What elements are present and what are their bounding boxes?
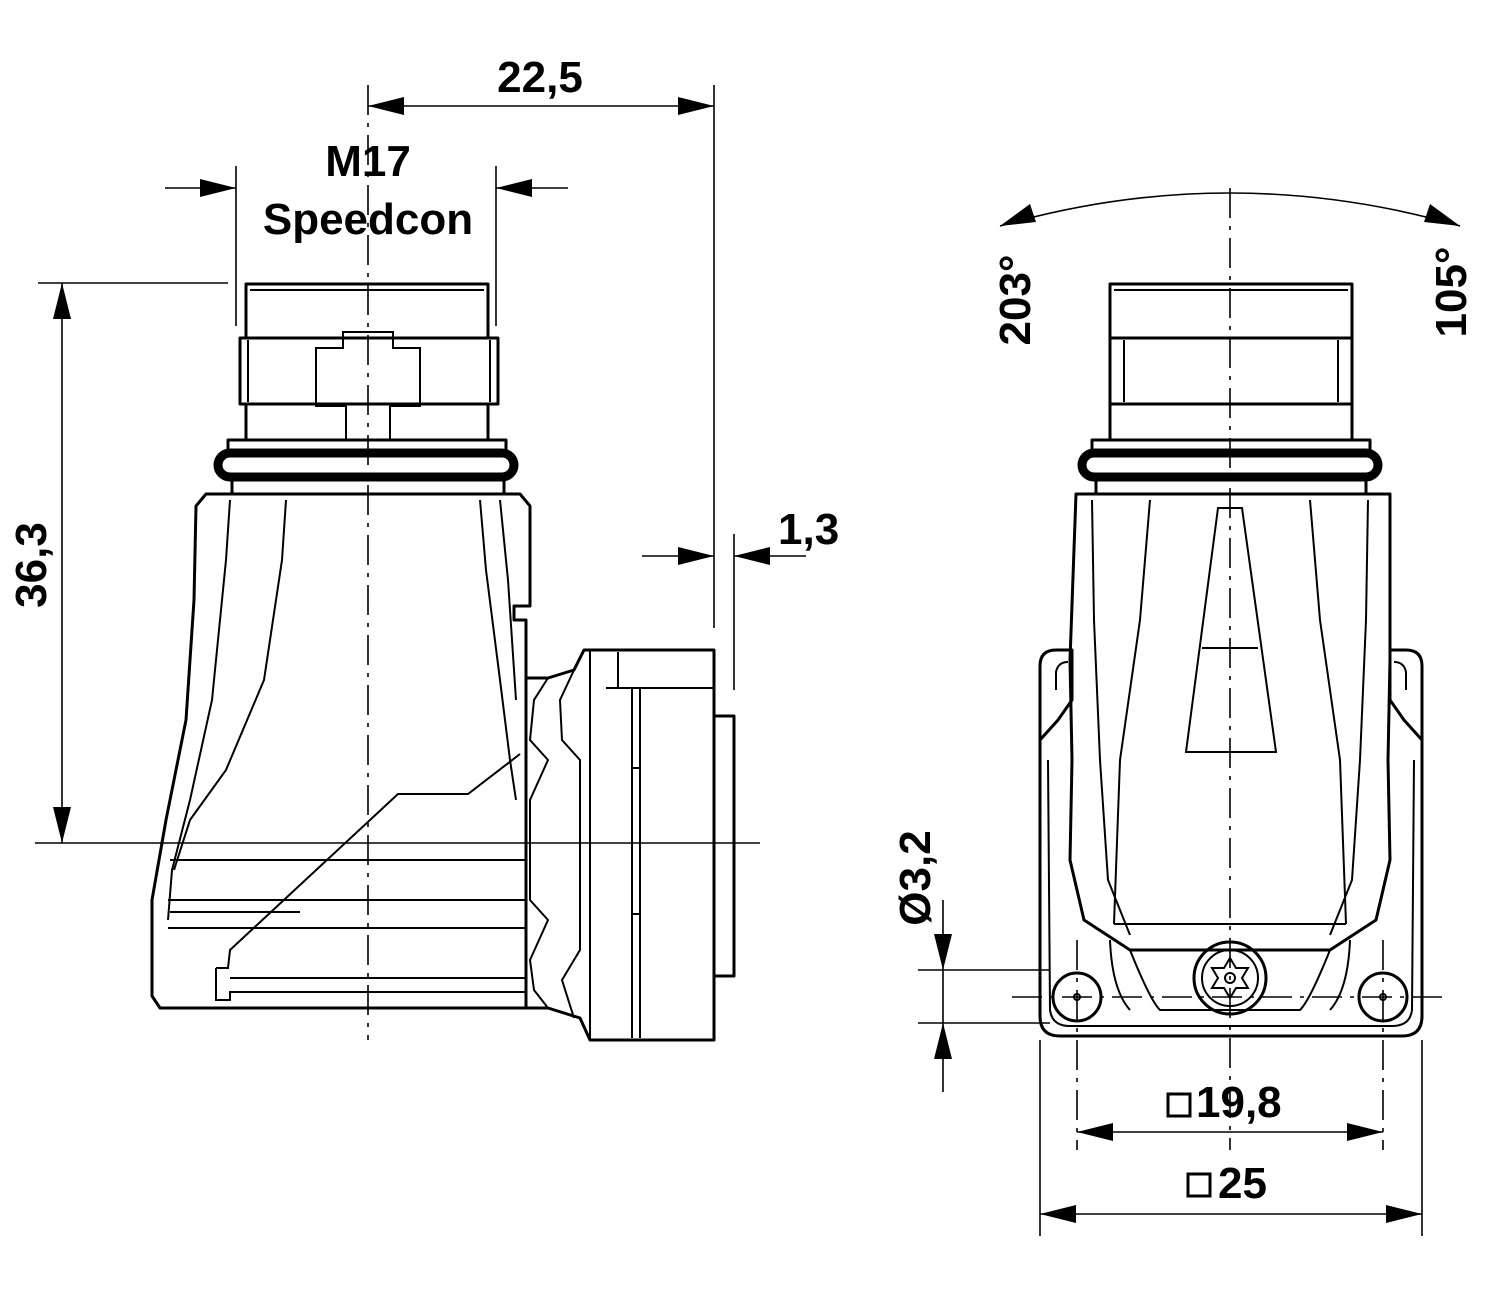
dim-hole-diameter-label: Ø3,2	[891, 830, 940, 925]
dim-width-label: 22,5	[497, 53, 583, 102]
mounting-flange	[1038, 648, 1424, 1038]
side-outlet	[524, 648, 736, 1042]
dimension-hole-diameter: Ø3,2	[891, 830, 1050, 1092]
dim-thread-size-label: M17	[325, 137, 411, 186]
dim-rotation-right-label: 105°	[1427, 246, 1476, 337]
dim-hole-spacing-label: 19,8	[1196, 1078, 1282, 1127]
front-view: 203° 105°	[891, 188, 1476, 1236]
dim-thread-type-label: Speedcon	[263, 195, 473, 244]
rotation-arc: 203° 105°	[991, 192, 1476, 346]
threaded-head	[226, 282, 508, 454]
o-ring	[213, 448, 519, 482]
square-outline-icon	[1186, 1172, 1212, 1198]
torx-screw-icon	[1192, 940, 1268, 1016]
dimension-thread: M17 Speedcon	[165, 137, 568, 326]
mounting-hole-right	[1357, 971, 1409, 1023]
dimension-hole-spacing: 19,8	[1077, 1078, 1383, 1141]
dimension-offset: 1,3	[642, 505, 839, 690]
dimension-width: 22,5	[368, 53, 715, 628]
dim-flange-size-label: 25	[1218, 1159, 1267, 1208]
side-view: 22,5 M17 Speedcon 36,3	[7, 53, 839, 1042]
mounting-hole-left	[1051, 971, 1103, 1023]
dim-rotation-left-label: 203°	[991, 254, 1040, 345]
dimension-height: 36,3	[7, 282, 228, 843]
dim-height-label: 36,3	[7, 522, 56, 608]
mounting-holes	[1051, 971, 1409, 1023]
dimension-flange-size: 25	[1039, 1040, 1423, 1236]
connector-body	[150, 476, 532, 1010]
front-threaded-head	[1090, 282, 1372, 454]
dim-offset-label: 1,3	[778, 505, 839, 554]
square-outline-icon	[1166, 1092, 1192, 1118]
